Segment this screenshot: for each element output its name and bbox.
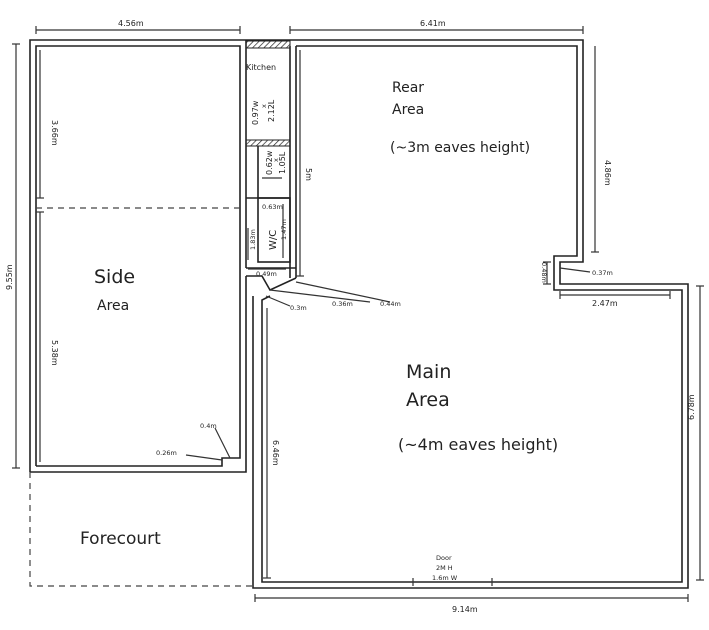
dim-main-left: 6.46m bbox=[271, 440, 280, 466]
side-area-label: Side bbox=[94, 266, 135, 288]
dim-step-height: 0.48m bbox=[540, 262, 548, 283]
rear-area-label: Rear bbox=[392, 80, 424, 96]
wc-top-dim: 0.63m bbox=[262, 203, 283, 211]
dim-side-step-a: 0.26m bbox=[156, 449, 177, 457]
main-area-label: Main bbox=[406, 361, 451, 383]
rear-area-eaves-note: (~3m eaves height) bbox=[390, 140, 530, 156]
walls bbox=[29, 39, 689, 589]
side-area-label-2: Area bbox=[97, 298, 129, 314]
dim-step-depth: 0.37m bbox=[592, 269, 613, 277]
kitchen-width: 0.97w bbox=[251, 100, 260, 125]
dim-left-total: 9.55m bbox=[5, 264, 14, 290]
kitchen-times: x bbox=[260, 104, 268, 108]
dim-main-top: 2.47m bbox=[592, 299, 618, 308]
store-width: 0.62w bbox=[265, 150, 274, 175]
dim-top-right: 6.41m bbox=[420, 19, 446, 28]
kitchen-label: Kitchen bbox=[246, 63, 276, 72]
dimension-lines bbox=[12, 26, 704, 602]
wc-width: 1.47m bbox=[280, 219, 288, 240]
door-width: 1.6m W bbox=[432, 574, 458, 582]
kitchen-length: 2.12L bbox=[267, 99, 276, 122]
store-length: 1.05L bbox=[278, 151, 287, 174]
dim-top-left: 4.56m bbox=[118, 19, 144, 28]
dim-main-bottom: 9.14m bbox=[452, 605, 478, 614]
main-area-eaves-note: (~4m eaves height) bbox=[398, 435, 558, 454]
dim-c3: 0.44m bbox=[380, 300, 401, 308]
forecourt-label: Forecourt bbox=[80, 529, 161, 549]
main-area-label-2: Area bbox=[406, 389, 450, 411]
dim-side-lower: 5.38m bbox=[50, 340, 59, 366]
forecourt-boundary bbox=[29, 472, 253, 587]
dim-c1: 0.3m bbox=[290, 304, 307, 312]
dim-corridor: 0.49m bbox=[256, 270, 277, 278]
dim-side-step-b: 0.4m bbox=[200, 422, 217, 430]
store-times: x bbox=[272, 158, 280, 162]
dim-main-right: 6.78m bbox=[687, 394, 696, 420]
wc-label: W/C bbox=[268, 230, 279, 250]
door-label: Door bbox=[436, 554, 452, 562]
door-height: 2M H bbox=[436, 564, 453, 572]
dim-side-upper: 3.66m bbox=[50, 120, 59, 146]
rear-area-label-2: Area bbox=[392, 102, 424, 118]
wc-height: 1.83m bbox=[249, 229, 257, 250]
dim-c2: 0.36m bbox=[332, 300, 353, 308]
dim-rear-right: 4.86m bbox=[603, 160, 612, 186]
dim-rear-left: 5m bbox=[304, 168, 313, 181]
